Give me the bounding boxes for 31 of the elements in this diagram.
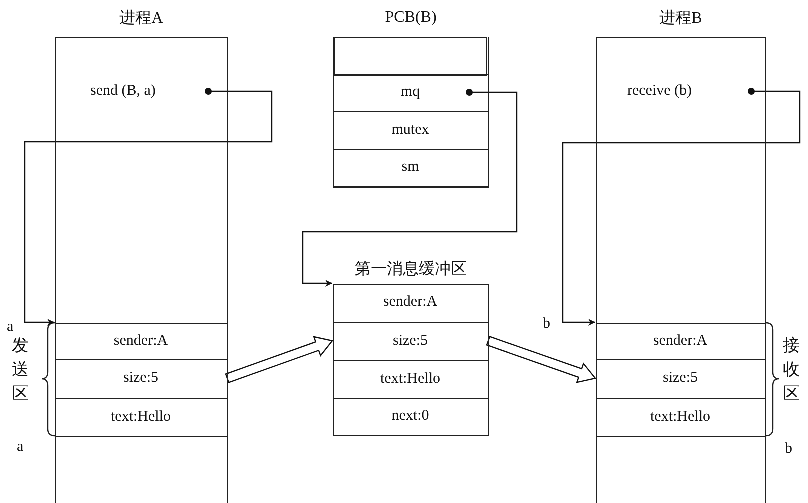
memory-field: mq xyxy=(332,74,488,112)
pointer-arrow xyxy=(302,89,518,287)
area-label: 接收区 xyxy=(783,335,801,405)
area-label: 发送区 xyxy=(12,335,30,405)
function-call: receive (b) xyxy=(622,80,752,104)
function-call: send (B, a) xyxy=(84,80,208,104)
table-heading: 进程A xyxy=(118,8,164,28)
pointer-label: b xyxy=(543,315,550,333)
memory-field: sender:A xyxy=(596,322,766,360)
memory-field: size:5 xyxy=(54,358,228,398)
empty-field xyxy=(334,37,487,76)
table-heading: 第一消息缓冲区 xyxy=(354,260,468,280)
table-heading: 进程B xyxy=(658,8,704,28)
pointer-label: a xyxy=(7,318,14,336)
memory-field: text:Hello xyxy=(596,398,766,436)
pointer-arrow xyxy=(562,88,801,326)
memory-field: sender:A xyxy=(54,322,228,360)
hollow-arrow xyxy=(225,336,334,384)
memory-field: mutex xyxy=(332,110,488,150)
pointer-label: b xyxy=(785,440,792,458)
pointer-arrow xyxy=(24,88,273,326)
memory-field: sender:A xyxy=(332,284,488,322)
memory-field: text:Hello xyxy=(54,398,228,436)
memory-field: size:5 xyxy=(332,322,488,360)
memory-field: text:Hello xyxy=(332,360,488,398)
memory-field: next:0 xyxy=(332,398,488,436)
pointer-label: a xyxy=(17,438,24,456)
hollow-arrow xyxy=(486,336,597,384)
memory-field: sm xyxy=(332,148,488,186)
table-heading: PCB(B) xyxy=(384,8,438,28)
memory-field: size:5 xyxy=(596,358,766,398)
